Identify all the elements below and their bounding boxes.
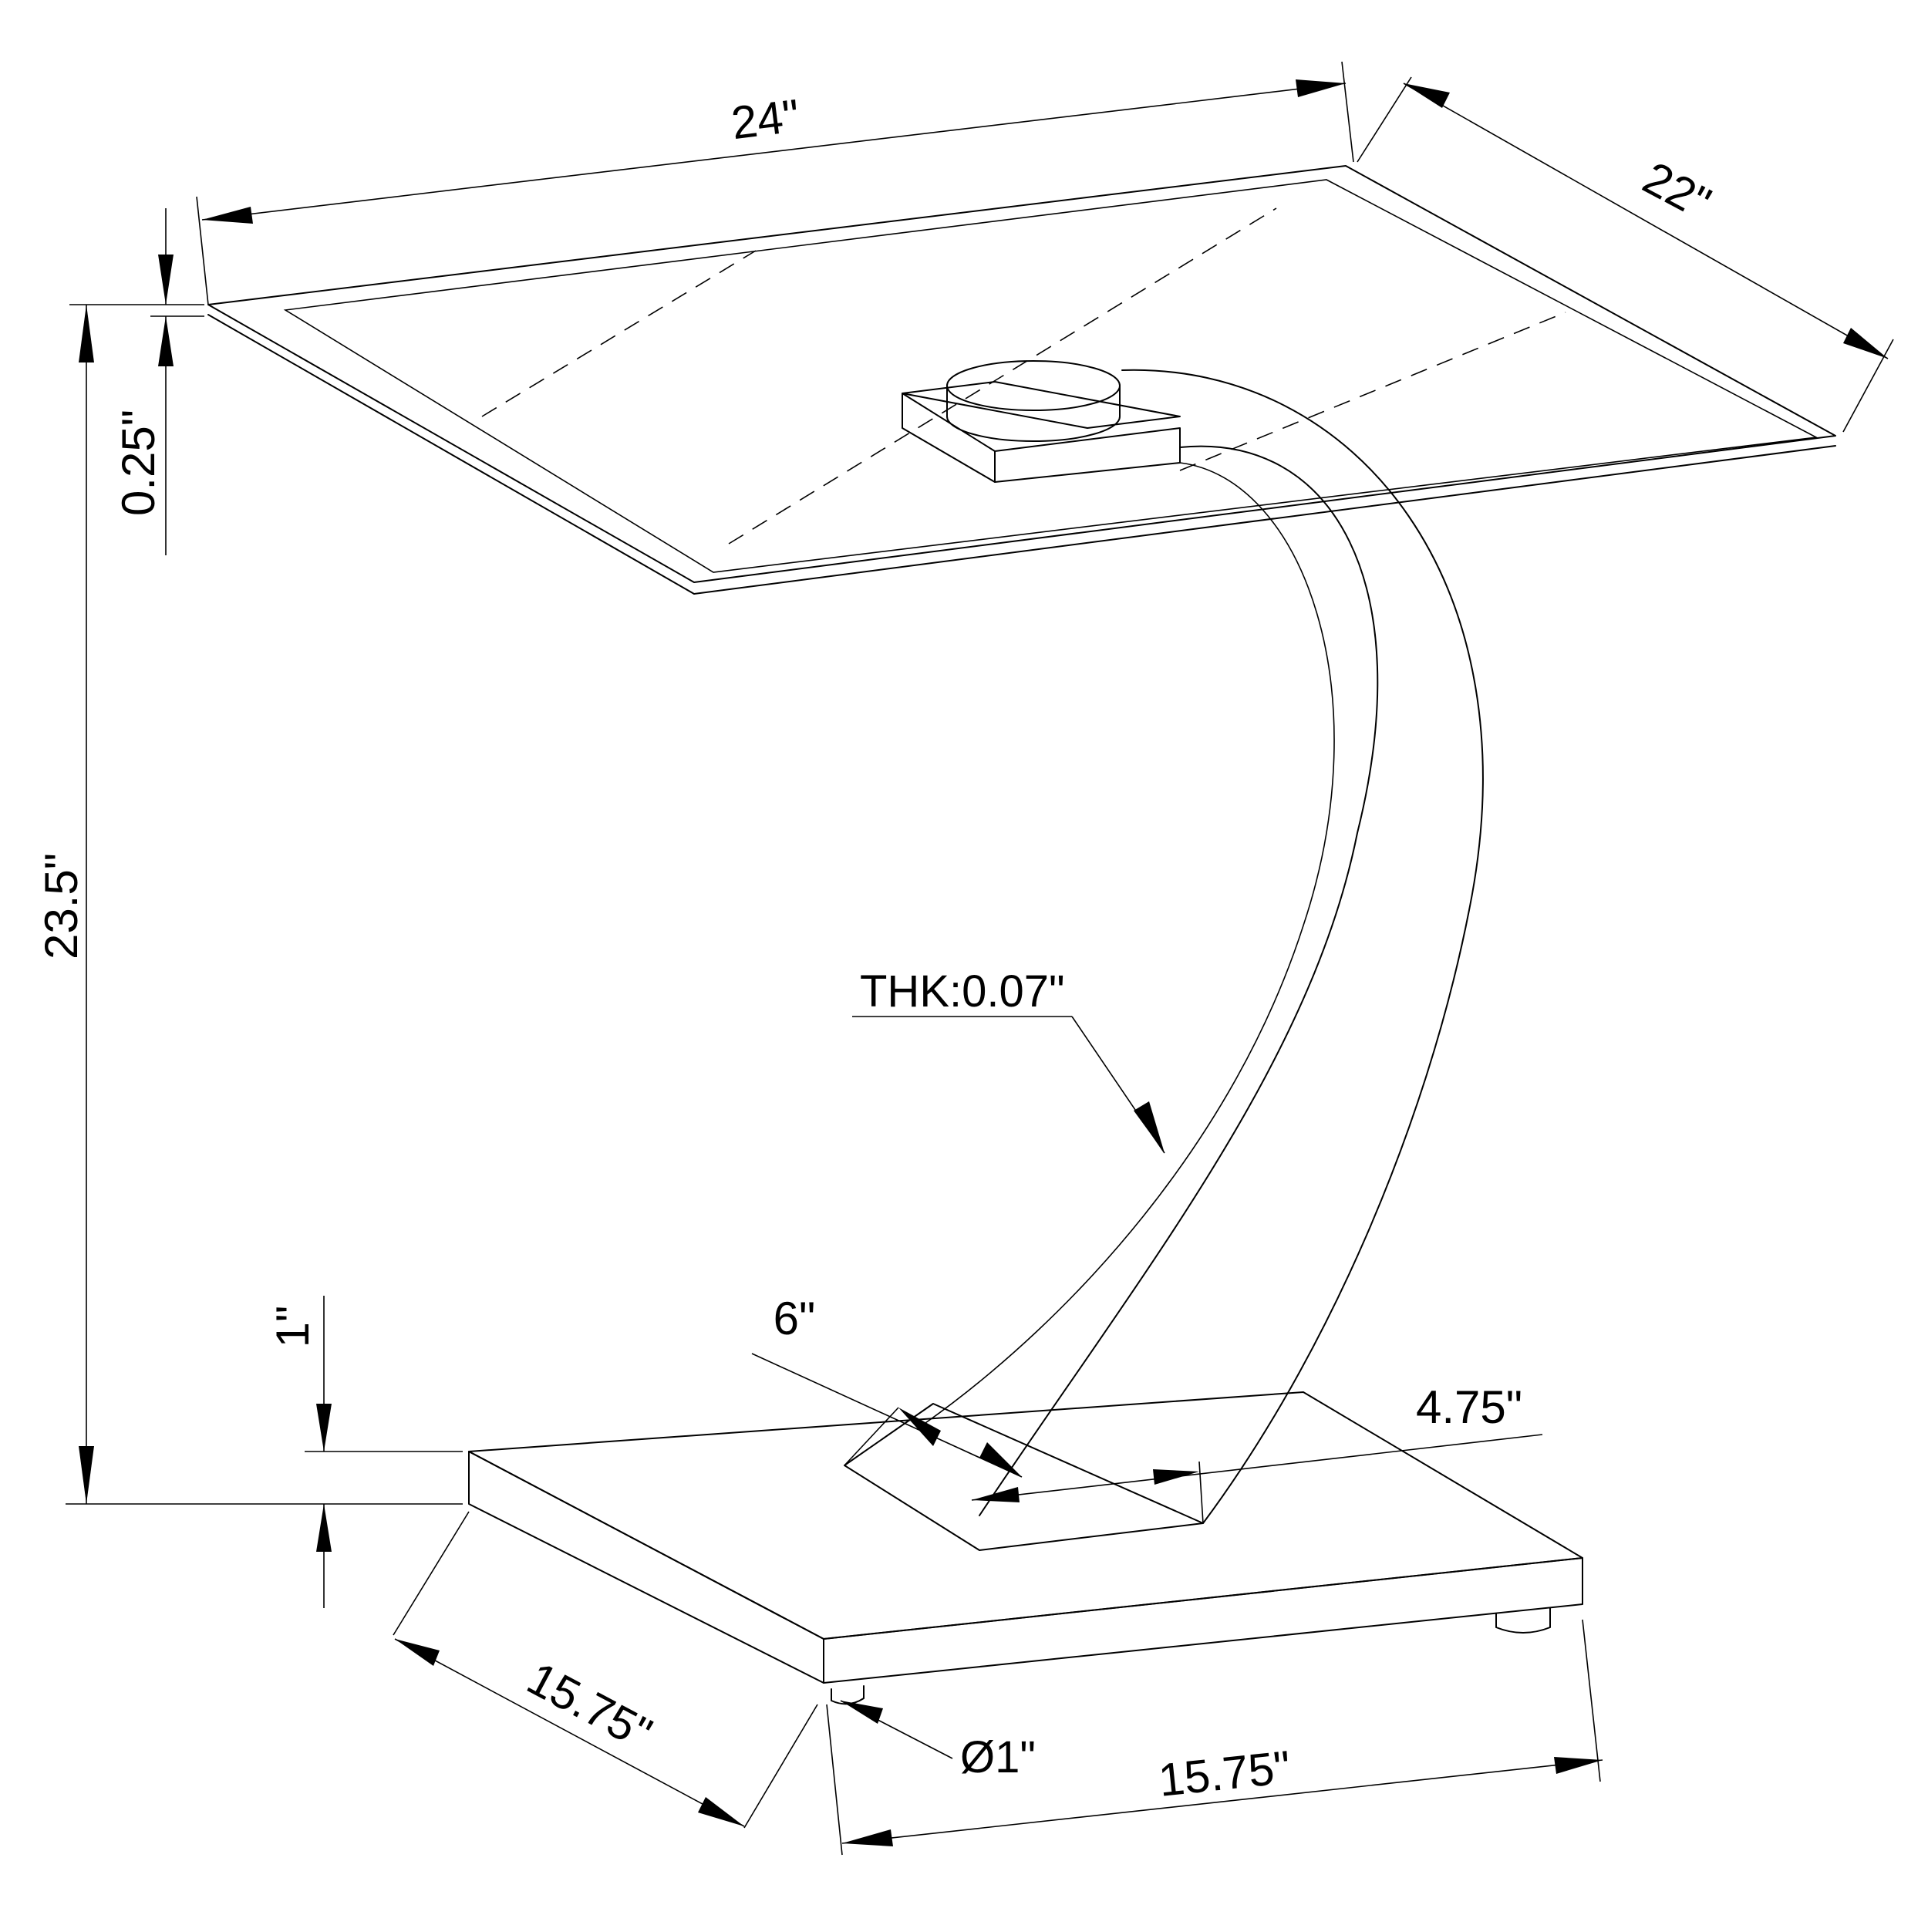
dim-arrow: [842, 1829, 893, 1846]
top-bracket: [902, 360, 1181, 483]
glass-top-reflection-1: [481, 250, 757, 417]
support-foot: [844, 1403, 1204, 1551]
dim-arrow: [79, 1446, 94, 1504]
dim-arrow: [698, 1797, 744, 1826]
dim-support-width-label: 6": [774, 1293, 816, 1344]
dim-arrow: [1404, 83, 1450, 108]
mount-disc-side: [946, 385, 1121, 442]
dim-base-thickness-label: 1": [267, 1306, 319, 1348]
glass-top-reflection-2: [728, 207, 1277, 545]
dim-support-width-line: [751, 1353, 1023, 1478]
dim-top-width-line: [201, 83, 1347, 221]
glass-top-outline: [207, 165, 1836, 583]
dim-foot-diameter: Ø1": [840, 1700, 1036, 1782]
glass-top-front-edge: [207, 314, 695, 595]
dim-top-width-ext-left: [196, 196, 209, 305]
dim-arrow: [316, 1504, 332, 1552]
dim-arrow: [1153, 1469, 1199, 1485]
glass-top: [207, 165, 1836, 595]
dim-top-depth-ext-bottom: [1842, 339, 1894, 433]
dim-overall-height-label: 23.5": [35, 853, 87, 959]
dim-top-width: 24": [196, 61, 1354, 305]
support-right-edge: [1121, 369, 1484, 1524]
base-left-face: [468, 1451, 824, 1684]
dim-top-thickness: 0.25": [69, 208, 204, 555]
dim-top-depth-label: 22": [1635, 152, 1719, 229]
glass-top-bevel: [283, 179, 1818, 573]
dim-top-thickness-label: 0.25": [113, 410, 164, 516]
base-foot-right: [1495, 1607, 1551, 1634]
dim-base-depth-line: [394, 1638, 745, 1827]
curved-support: [844, 369, 1484, 1551]
glass-top-reflection-3: [1179, 312, 1566, 471]
dim-arrow: [972, 1487, 1020, 1502]
base: [468, 1391, 1583, 1705]
dim-base-width-ext-right: [1582, 1619, 1601, 1782]
dim-base-width: 15.75": [826, 1619, 1603, 1856]
base-front-face: [823, 1557, 1583, 1684]
bracket-top-face: [902, 381, 1181, 429]
dim-arrow: [79, 305, 94, 362]
dim-top-depth-line: [1403, 83, 1889, 359]
dim-support-depth-label: 4.75": [1416, 1381, 1522, 1433]
dim-foot-diameter-label: Ø1": [960, 1732, 1036, 1782]
dim-support-depth: 4.75": [971, 1381, 1543, 1524]
dim-support-depth-line: [971, 1434, 1543, 1501]
dim-support-depth-ext: [1198, 1461, 1204, 1524]
dim-arrow: [1296, 79, 1346, 97]
dim-arrow: [898, 1408, 941, 1446]
dim-support-width: 6": [751, 1293, 1023, 1478]
dim-support-thickness: THK:0.07": [852, 966, 1165, 1154]
support-left-edge: [979, 445, 1379, 1516]
dim-overall-height: 23.5": [35, 305, 463, 1505]
mount-disc-top: [946, 360, 1121, 411]
dim-top-depth: 22": [1357, 76, 1894, 433]
dim-arrow: [1843, 328, 1888, 359]
dim-arrow: [202, 207, 253, 224]
bracket-left-face: [902, 393, 996, 483]
dim-base-width-line: [841, 1759, 1603, 1844]
dim-arrow: [841, 1701, 883, 1724]
dim-top-width-ext-right: [1341, 61, 1354, 163]
dim-arrow: [158, 316, 174, 366]
dim-arrow: [1134, 1101, 1165, 1153]
dim-arrow: [316, 1404, 332, 1452]
dim-arrow: [979, 1442, 1022, 1477]
dim-support-thickness-label: THK:0.07": [860, 966, 1065, 1017]
dim-top-width-label: 24": [729, 89, 803, 149]
dim-support-width-ext: [844, 1407, 899, 1466]
support-inner-edge: [925, 462, 1335, 1424]
dim-base-depth-ext-right: [743, 1704, 818, 1829]
dim-arrow: [158, 255, 174, 305]
dim-base-depth-ext-left: [393, 1511, 470, 1636]
base-foot-left: [831, 1685, 865, 1705]
dim-top-depth-ext-top: [1357, 76, 1412, 163]
dim-base-thickness: 1": [267, 1296, 463, 1608]
glass-top-right-edge: [693, 445, 1836, 595]
dim-base-width-ext-left: [826, 1704, 843, 1856]
dim-base-depth: 15.75": [393, 1511, 818, 1829]
dim-arrow: [395, 1639, 440, 1666]
dim-arrow: [1554, 1757, 1603, 1774]
